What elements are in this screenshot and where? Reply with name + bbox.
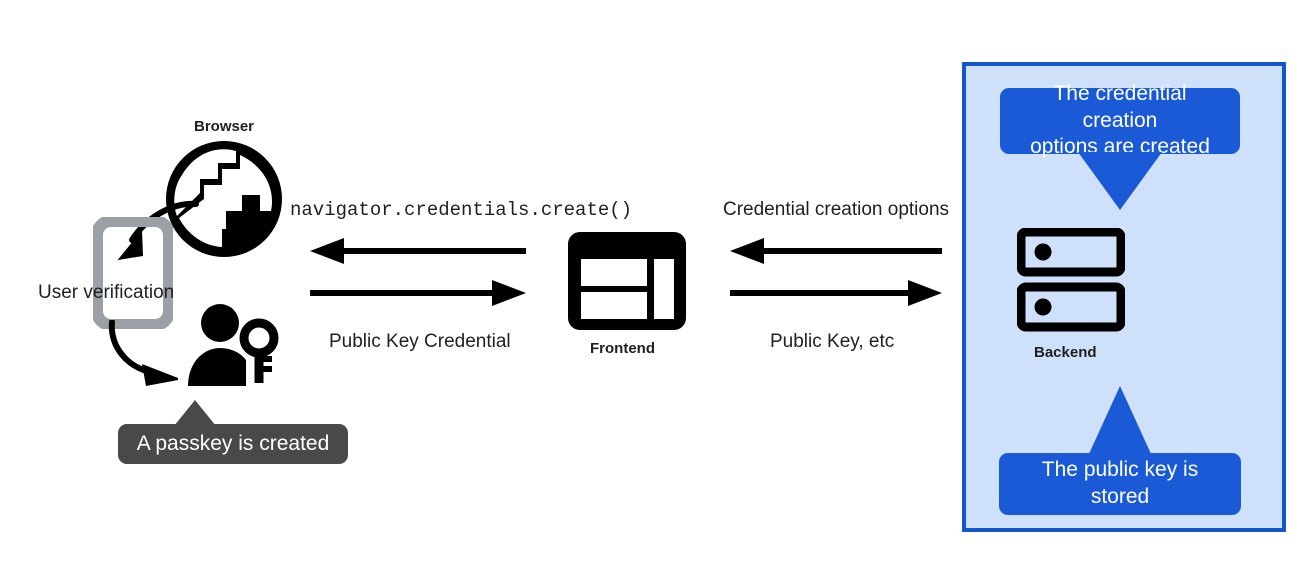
callout-credential-options-created: The credential creation options are crea… — [1000, 82, 1240, 158]
callout-public-key-stored: The public key is stored — [999, 453, 1241, 515]
user-verification-label: User verification — [38, 282, 175, 303]
browser-label: Browser — [194, 118, 255, 135]
callout-tail-up-gray-icon — [174, 400, 216, 426]
curved-arrow-phone-to-user — [104, 320, 194, 388]
callout-line-2: options are created — [1030, 135, 1210, 159]
curved-arrow-browser-to-phone — [100, 196, 200, 276]
callout-tail-up-icon — [1088, 386, 1152, 456]
frontend-label: Frontend — [590, 340, 655, 357]
window-layout-icon — [568, 232, 686, 330]
arrow-label-public-key-credential: Public Key Credential — [329, 331, 511, 352]
arrow-backend-to-frontend — [730, 238, 942, 264]
person-with-key-icon — [186, 304, 282, 386]
callout-bubble: A passkey is created — [118, 424, 348, 464]
callout-bubble: The credential creation options are crea… — [1000, 82, 1240, 158]
mobile-phone-icon — [93, 217, 173, 329]
arrow-frontend-to-browser — [310, 238, 526, 264]
arrow-label-public-key-etc: Public Key, etc — [770, 331, 895, 352]
arrow-label-navigator-credentials-create: navigator.credentials.create() — [290, 199, 633, 221]
callout-tail-down-icon — [1078, 152, 1162, 210]
globe-icon — [166, 141, 282, 257]
callout-text: A passkey is created — [136, 431, 330, 455]
callout-line-1: The credential creation — [1053, 81, 1187, 132]
server-rack-icon — [1017, 228, 1125, 332]
arrow-frontend-to-backend — [730, 280, 942, 306]
arrow-label-credential-creation-options: Credential creation options — [723, 199, 950, 220]
callout-line-1: The public key is — [1041, 458, 1199, 482]
backend-label: Backend — [1034, 344, 1097, 361]
callout-passkey-created: A passkey is created — [118, 424, 348, 464]
arrow-browser-to-frontend — [310, 280, 526, 306]
callout-line-2: stored — [1090, 485, 1150, 508]
callout-bubble: The public key is stored — [999, 453, 1241, 515]
